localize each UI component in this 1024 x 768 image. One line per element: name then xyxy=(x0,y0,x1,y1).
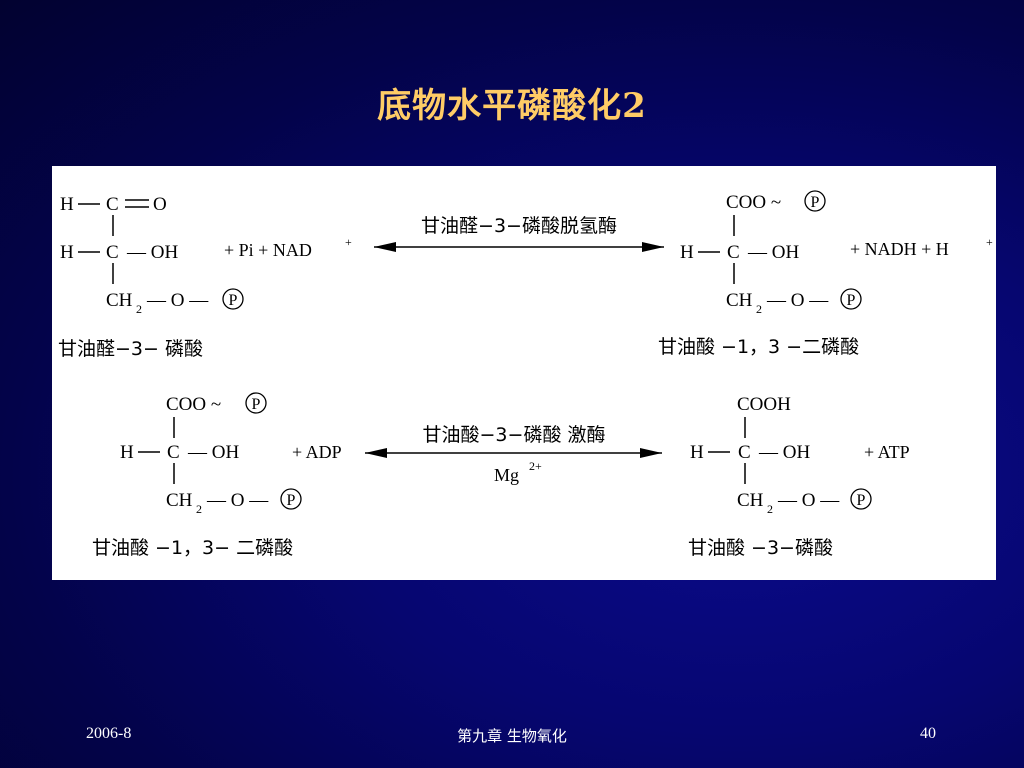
r2p-mid-oh: — OH xyxy=(758,442,810,463)
r2p-cooh: COOH xyxy=(737,394,791,415)
r2s-mid-oh: — OH xyxy=(187,442,239,463)
r2-products-extra: + ATP xyxy=(864,442,910,462)
r1-arrow-head-right xyxy=(642,242,664,252)
r2-enzyme-label: 甘油酸−3−磷酸 激酶 xyxy=(423,424,606,446)
r2-arrow-head-right xyxy=(640,448,662,458)
r2s-phosphate-p: P xyxy=(287,492,296,509)
r2s-ester-o: — O — xyxy=(206,490,269,511)
r1-reactants-extra: + Pi + NAD xyxy=(224,240,312,260)
r1s-top-h: H xyxy=(60,194,74,215)
r2s-mid-c: C xyxy=(167,442,180,463)
r2p-phosphate-p: P xyxy=(857,492,866,509)
r2-cofactor: Mg xyxy=(494,465,519,485)
r1p-phosphate-circle xyxy=(840,288,862,310)
r2-product-structure: COOH H C — OH CH 2 — O — P xyxy=(690,394,872,516)
r2-product-name: 甘油酸 −3−磷酸 xyxy=(688,537,833,559)
r2-cofactor-sup: 2+ xyxy=(529,459,542,473)
r1p-mid-h: H xyxy=(680,242,694,263)
r1p-mid-oh: — OH xyxy=(747,242,799,263)
r2p-phosphate-circle xyxy=(850,488,872,510)
r1s-mid-h: H xyxy=(60,242,74,263)
r1p-phosphate-top-circle xyxy=(804,190,826,212)
r2p-ch2: CH xyxy=(737,490,764,511)
slide-title: 底物水平磷酸化2 xyxy=(377,86,647,126)
r1p-ch2-sub: 2 xyxy=(756,302,762,316)
footer-chapter: 第九章 生物氧化 xyxy=(457,727,567,745)
r2p-ch2-sub: 2 xyxy=(767,502,773,516)
r2-reversible-arrow xyxy=(365,448,662,458)
r2-substrate-name: 甘油酸 −1，3− 二磷酸 xyxy=(92,537,293,559)
r2s-phosphate-top-p: P xyxy=(252,396,261,413)
reaction-figure: H C O H C — OH CH 2 — O — P + Pi + NAD +… xyxy=(52,166,996,580)
r2s-ch2: CH xyxy=(166,490,193,511)
r1-arrow-head-left xyxy=(374,242,396,252)
r1p-phosphate-p: P xyxy=(847,292,856,309)
r2s-phosphate-circle xyxy=(280,488,302,510)
r1-reversible-arrow xyxy=(374,242,664,252)
r2p-mid-h: H xyxy=(690,442,704,463)
r2p-ester-o: — O — xyxy=(777,490,840,511)
r1-enzyme-label: 甘油醛−3−磷酸脱氢酶 xyxy=(421,215,617,237)
r1s-top-c: C xyxy=(106,194,119,215)
reaction-scheme: H C O H C — OH CH 2 — O — P + Pi + NAD +… xyxy=(58,190,993,559)
r2s-mid-h: H xyxy=(120,442,134,463)
r1p-ch2: CH xyxy=(726,290,753,311)
r1s-top-o: O xyxy=(153,194,167,215)
r1-product-structure: COO ~ P H C — OH CH 2 — O — P xyxy=(680,190,862,316)
footer-date: 2006-8 xyxy=(86,725,132,742)
r1p-coo: COO ~ xyxy=(726,192,781,213)
r2-substrate-structure: COO ~ P H C — OH CH 2 — O — P xyxy=(120,392,302,516)
r1-reactants-extra-sup: + xyxy=(345,235,352,249)
r2-reactants-extra: + ADP xyxy=(292,442,342,462)
r2s-coo: COO ~ xyxy=(166,394,221,415)
r2p-mid-c: C xyxy=(738,442,751,463)
r1s-ch2-sub: 2 xyxy=(136,302,142,316)
r2s-phosphate-top-circle xyxy=(245,392,267,414)
footer-page-number: 40 xyxy=(920,725,936,742)
r1s-mid-c: C xyxy=(106,242,119,263)
r1s-ch2: CH xyxy=(106,290,133,311)
r1s-ester-o: — O — xyxy=(146,290,209,311)
r1-product-name: 甘油酸 −1，3 −二磷酸 xyxy=(658,336,859,358)
r1-products-extra-sup: + xyxy=(986,235,993,249)
r1p-ester-o: — O — xyxy=(766,290,829,311)
r1p-mid-c: C xyxy=(727,242,740,263)
r1s-phosphate-circle xyxy=(222,288,244,310)
r1-products-extra: + NADH + H xyxy=(850,239,949,259)
r1s-mid-oh: — OH xyxy=(126,242,178,263)
r2s-ch2-sub: 2 xyxy=(196,502,202,516)
r2-arrow-head-left xyxy=(365,448,387,458)
r1-substrate-structure: H C O H C — OH CH 2 — O — P xyxy=(60,194,244,316)
r1s-phosphate-p: P xyxy=(229,292,238,309)
r1-substrate-name: 甘油醛−3− 磷酸 xyxy=(58,338,203,360)
r1p-phosphate-top-p: P xyxy=(811,194,820,211)
